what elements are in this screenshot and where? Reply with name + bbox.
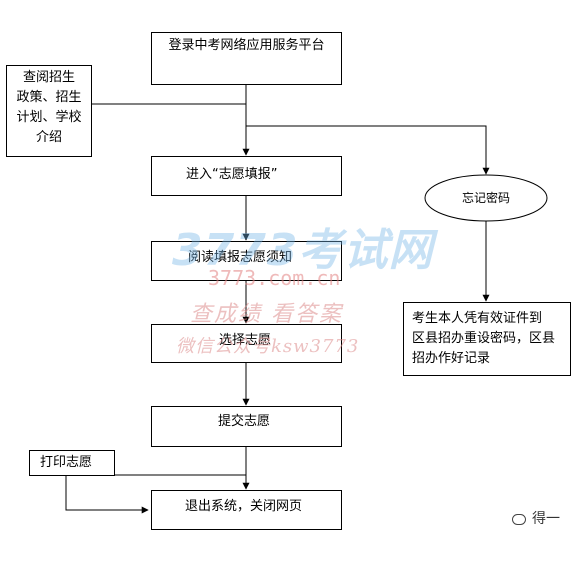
chat-bubble-icon (512, 513, 526, 525)
login-box: 登录中考网络应用服务平台 (151, 32, 342, 85)
login-label: 登录中考网络应用服务平台 (168, 38, 325, 53)
reset-line-1: 考生本人凭有效证件到 (412, 311, 543, 326)
print-box: 打印志愿 (29, 450, 115, 476)
exit-label: 退出系统，关闭网页 (185, 499, 303, 514)
source-badge: 得一 (512, 508, 560, 528)
arrow-print-to-exit (65, 476, 149, 514)
read-label: 阅读填报志愿须知 (188, 250, 293, 265)
enter-box: 进入“志愿填报” (151, 156, 342, 196)
submit-label: 提交志愿 (218, 414, 271, 429)
submit-box: 提交志愿 (151, 406, 342, 447)
query-line-2: 政策、招生 (16, 90, 82, 105)
forgot-password-label: 忘记密码 (461, 191, 510, 205)
select-label: 选择志愿 (219, 333, 272, 348)
forgot-password-oval (424, 174, 548, 222)
query-box: 查阅招生 政策、招生 计划、学校 介绍 (6, 65, 92, 157)
reset-line-3: 招办作好记录 (412, 351, 491, 366)
query-line-1: 查阅招生 (22, 70, 75, 85)
exit-box: 退出系统，关闭网页 (151, 490, 342, 530)
query-line-4: 介绍 (35, 130, 62, 145)
arrow-main-to-forgot (246, 125, 490, 175)
reset-password-box: 考生本人凭有效证件到 区县招办重设密码，区县 招办作好记录 (403, 302, 571, 376)
query-line-3: 计划、学校 (16, 110, 82, 125)
read-box: 阅读填报志愿须知 (151, 241, 342, 281)
print-label: 打印志愿 (40, 455, 93, 470)
enter-label: 进入“志愿填报” (186, 167, 278, 182)
badge-label: 得一 (532, 511, 560, 527)
select-box: 选择志愿 (151, 324, 342, 363)
reset-line-2: 区县招办重设密码，区县 (412, 331, 556, 346)
